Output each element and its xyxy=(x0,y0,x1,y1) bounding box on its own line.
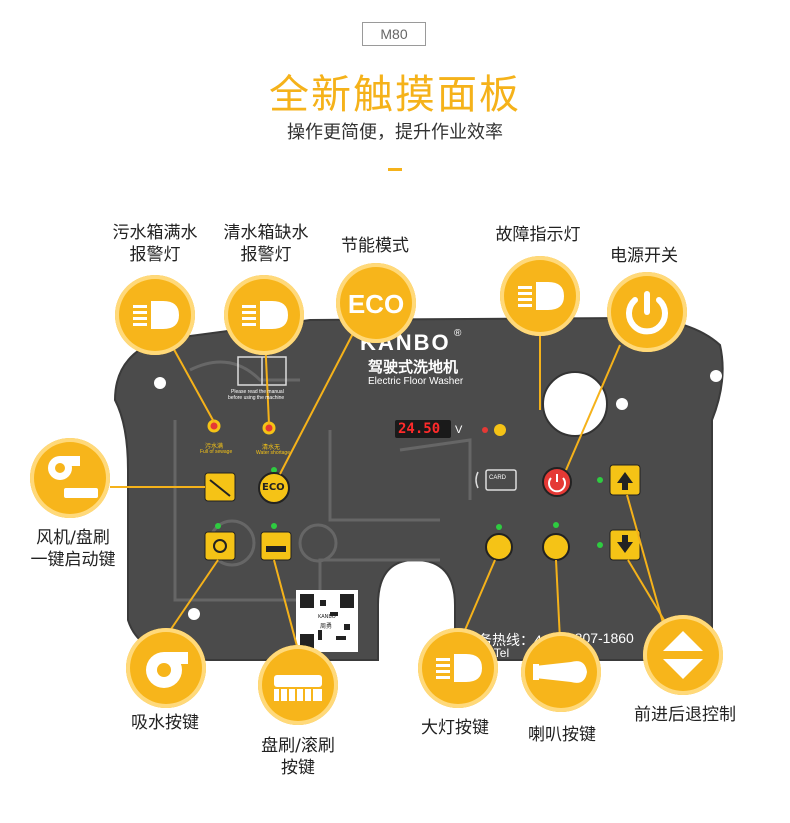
fan-brush-callout-icon xyxy=(30,438,110,518)
leader-lines xyxy=(110,314,671,651)
fault-led xyxy=(482,427,488,433)
horn-led xyxy=(553,522,559,528)
forward-led xyxy=(597,477,603,483)
qr-cn: 周勇 xyxy=(320,623,333,630)
panel-name-en: Electric Floor Washer xyxy=(368,376,464,387)
sewage-label-cn: 污水满 xyxy=(205,444,224,450)
registered-mark: ® xyxy=(454,328,462,339)
page-subtitle: 操作更简便，提升作业效率 xyxy=(287,122,503,143)
reverse-led xyxy=(597,542,603,548)
suction-callout-icon xyxy=(126,628,206,708)
power-switch-label: 电源开关 xyxy=(610,246,678,266)
eco-callout-icon: ECO xyxy=(336,263,416,343)
voltage-unit: V xyxy=(455,424,463,436)
forward-reverse-label: 前进后退控制 xyxy=(634,705,736,725)
brush-callout-icon xyxy=(258,645,338,725)
voltage-value: 24.50 xyxy=(398,421,441,437)
card-reader-icon xyxy=(475,469,517,491)
water-low-label: 清水箱缺水报警灯 xyxy=(223,223,309,265)
sewage-full-label: 污水箱满水报警灯 xyxy=(112,223,198,265)
manual-note-1: Please read the manual xyxy=(231,389,284,395)
water-label-en: Water shortage xyxy=(256,450,290,456)
fault-light-label: 故障指示灯 xyxy=(495,225,581,245)
eco-callout-text: ECO xyxy=(348,289,404,319)
headlight-led xyxy=(496,524,502,530)
suction-key-panel xyxy=(204,531,236,561)
card-label: CARD xyxy=(489,475,507,481)
model-tag: M80 xyxy=(362,22,426,46)
horn-key-label: 喇叭按键 xyxy=(528,725,596,745)
horn-callout-icon xyxy=(521,632,601,712)
screw-hole xyxy=(616,398,628,410)
key-switch-hole xyxy=(542,371,608,437)
fan-brush-label: 风机/盘刷一键启动键 xyxy=(30,528,116,570)
panel-name-cn: 驾驶式洗地机 xyxy=(368,359,459,376)
screw-hole xyxy=(710,370,722,382)
brush-led xyxy=(271,523,277,529)
water-low-callout-icon xyxy=(224,275,304,355)
suction-led xyxy=(215,523,221,529)
qr-brand: KANBO xyxy=(318,614,336,620)
headlight-callout-icon xyxy=(418,628,498,708)
horn-button-panel xyxy=(542,533,570,561)
manual-note-2: before using the machine xyxy=(228,395,285,401)
eco-mode-label: 节能模式 xyxy=(341,236,409,256)
sewage-label-en: Full of sewage xyxy=(200,449,233,455)
voltage-display xyxy=(395,420,451,438)
forward-reverse-callout-icon xyxy=(643,615,723,695)
power-callout-icon xyxy=(607,272,687,352)
page-title: 全新触摸面板 xyxy=(269,72,521,118)
sewage-full-callout-icon xyxy=(115,275,195,355)
screw-hole xyxy=(154,377,166,389)
manual-book-icon xyxy=(237,356,287,386)
eco-panel-label: ECO xyxy=(262,482,285,493)
title-accent-bar xyxy=(388,168,402,171)
brush-key-label: 盘刷/滚刷按键 xyxy=(261,736,335,778)
sewage-led xyxy=(207,419,221,433)
screw-hole xyxy=(188,608,200,620)
eco-button-panel xyxy=(258,472,290,504)
water-label-cn: 清水无 xyxy=(262,445,281,451)
fault-icon xyxy=(494,424,506,436)
eco-led xyxy=(271,467,277,473)
fault-callout-icon xyxy=(500,256,580,336)
water-led xyxy=(262,421,276,435)
headlight-button-panel xyxy=(485,533,513,561)
headlight-key-label: 大灯按键 xyxy=(421,718,489,738)
suction-key-label: 吸水按键 xyxy=(131,713,199,733)
